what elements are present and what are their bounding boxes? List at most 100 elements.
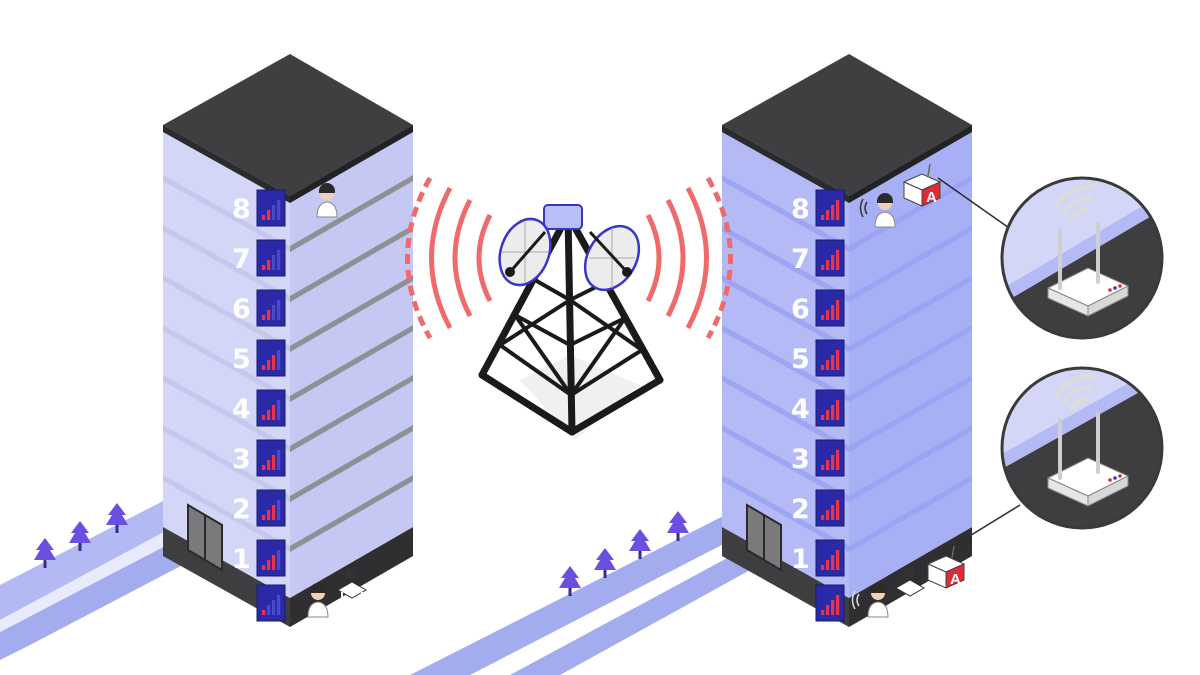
floor-2: 2 [232,489,286,527]
floor-labels-left: 8 7 6 5 4 3 2 1 [232,189,286,622]
signal-bar [831,255,835,270]
floor-number: 2 [791,494,810,525]
signal-bar [277,300,281,320]
signal-strength-icon [256,289,286,327]
floor-slab [290,475,413,552]
floor-4: 4 [232,389,286,427]
floor-slab-edge [163,475,290,552]
signal-bar [272,455,276,470]
signal-bar [821,215,825,220]
floor-7: 7 [232,239,286,277]
signal-bar [267,360,271,370]
signal-bar [272,305,276,320]
wifi-waves-icon [859,198,868,218]
signal-bar [262,465,266,470]
floor-slab-edge [722,275,849,352]
signal-bar [821,415,825,420]
tree-icon [106,503,128,533]
floor-slab [290,275,413,352]
floor-6: 6 [791,289,845,327]
street-left [0,500,215,660]
signal-bar [831,555,835,570]
repeater-unit: A [926,545,966,589]
floor-number: 8 [232,194,251,225]
signal-bar [826,210,830,220]
floor-slab [849,375,972,452]
floor-number: 3 [232,444,251,475]
floor-number: 6 [791,294,810,325]
floor-1: 1 [791,539,845,577]
floor-1: 1 [232,539,286,577]
tree-icon [594,548,616,578]
signal-bar [821,515,825,520]
signal-bar [831,600,835,615]
signal-bar [821,315,825,320]
floor-slab [849,475,972,552]
floor-slab-edge [163,325,290,402]
router-icon [1046,222,1130,317]
signal-bar [836,450,840,470]
signal-bar [836,400,840,420]
router-callout-bottom [1000,366,1164,530]
signal-bar [836,595,840,615]
floor-8: 8 [232,189,286,227]
floor-slab-edge [722,175,849,252]
satellite-dish-icon [583,224,641,292]
router-icon [1046,412,1130,507]
person-icon [874,193,896,228]
floor-slab-edge [722,225,849,302]
street-right [410,505,790,675]
floor-slab-edge [722,425,849,502]
floor-slab-edge [163,275,290,352]
floor-number: 7 [791,244,810,275]
signal-bar [267,560,271,570]
floor-slab [849,275,972,352]
floor-number: 4 [232,394,251,425]
signal-bar [272,405,276,420]
signal-strength-icon [815,189,845,227]
roof-left [163,54,413,196]
signal-bar [821,565,825,570]
signal-bar [836,200,840,220]
floor-slab [290,325,413,402]
wifi-waves-icon [851,590,860,610]
floor-number: 6 [232,294,251,325]
floor-number: 5 [791,344,810,375]
signal-bar [262,365,266,370]
desk-icon [894,568,926,597]
signal-bar [826,410,830,420]
signal-bar [272,205,276,220]
floor-3: 3 [791,439,845,477]
repeater-unit: A [902,163,942,207]
signal-bar [277,400,281,420]
signal-bar [267,605,271,615]
signal-waves-right [645,176,733,340]
floor-number: 1 [232,544,251,575]
wifi-waves-icon [1053,373,1097,411]
signal-strength-icon [256,239,286,277]
signal-strength-icon [256,539,286,577]
signal-bar [836,500,840,520]
signal-bar [277,450,281,470]
signal-bar [272,505,276,520]
signal-bar [262,515,266,520]
signal-bar [836,300,840,320]
floor-number: 3 [791,444,810,475]
signal-bar [831,355,835,370]
floor-number: 2 [232,494,251,525]
floor-slab-edge [163,225,290,302]
signal-bar [277,595,281,615]
floor-slab-edge [722,325,849,402]
signal-bar [272,355,276,370]
trees-right [559,511,689,596]
floor-slab [290,425,413,502]
floor-ground [256,584,286,622]
signal-strength-icon [815,439,845,477]
signal-strength-icon [815,389,845,427]
floor-slab [849,175,972,252]
person-icon [316,183,338,218]
floor-5: 5 [232,339,286,377]
signal-bar [277,500,281,520]
person-icon [307,583,329,618]
person-icon [867,583,889,618]
